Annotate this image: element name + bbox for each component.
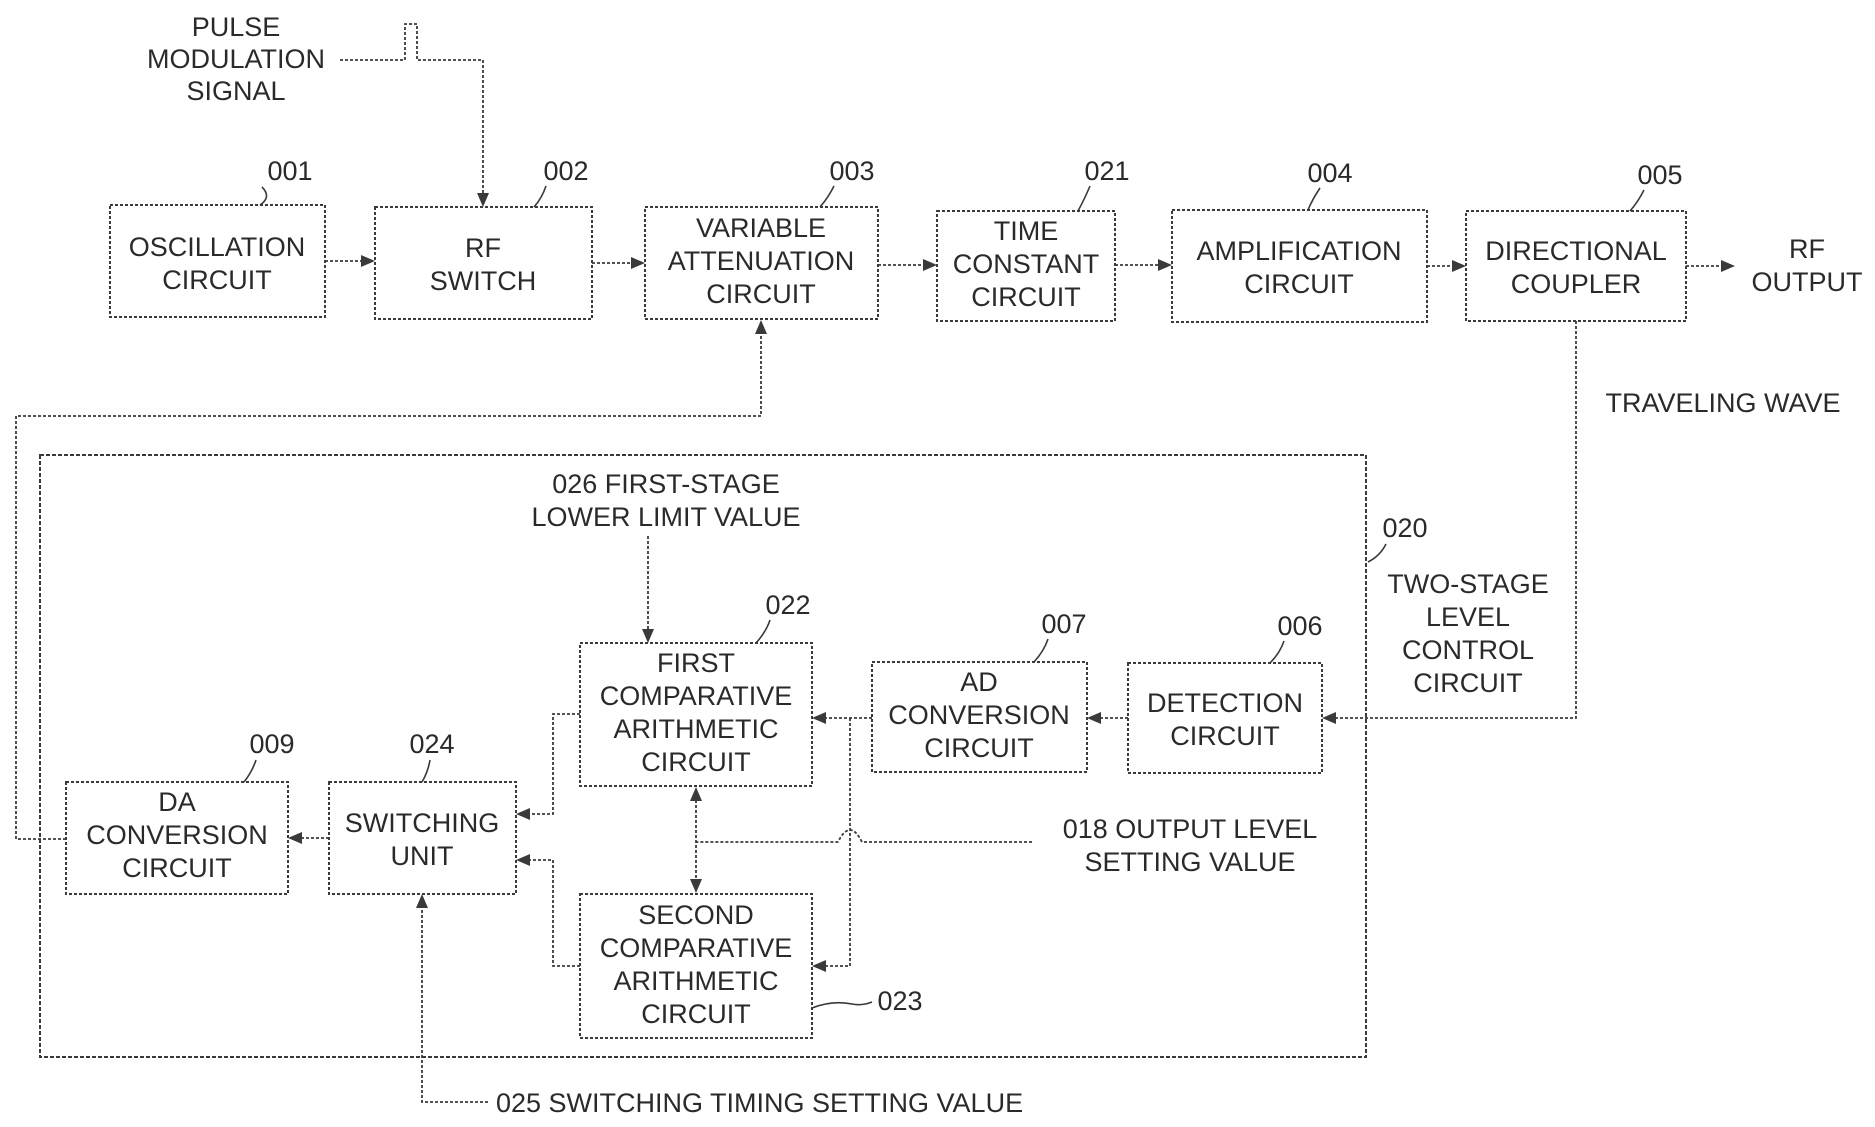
directional-coupler-line-1: DIRECTIONAL (1485, 236, 1667, 266)
lower-limit-line-2: LOWER LIMIT VALUE (531, 502, 800, 532)
block-variable-attenuation-circuit: VARIABLE ATTENUATION CIRCUIT 003 (645, 156, 878, 319)
block-directional-coupler: DIRECTIONAL COUPLER 005 (1466, 160, 1686, 321)
ad-conversion-line-3: CIRCUIT (924, 733, 1034, 763)
switching-unit-line-2: UNIT (391, 841, 454, 871)
detection-line-2: CIRCUIT (1170, 721, 1280, 751)
second-comparative-line-3: ARITHMETIC (614, 966, 779, 996)
first-comparative-line-3: ARITHMETIC (614, 714, 779, 744)
block-detection-circuit: DETECTION CIRCUIT 006 (1128, 611, 1323, 773)
block-oscillation-circuit: OSCILLATION CIRCUIT 001 (110, 156, 325, 317)
first-stage-lower-limit-value: 026 FIRST-STAGE LOWER LIMIT VALUE (531, 469, 800, 643)
output-level-setting-value: 018 OUTPUT LEVEL SETTING VALUE (696, 814, 1317, 877)
time-constant-ref: 021 (1084, 156, 1129, 186)
first-comparative-line-1: FIRST (657, 648, 735, 678)
pulse-label-line-1: PULSE (192, 12, 281, 42)
rf-output-label: RF OUTPUT (1752, 234, 1863, 297)
first-comparative-ref: 022 (765, 590, 810, 620)
block-ad-conversion-circuit: AD CONVERSION CIRCUIT 007 (872, 609, 1087, 772)
da-conversion-line-1: DA (158, 787, 196, 817)
pulse-label-line-2: MODULATION (147, 44, 325, 74)
first-comparative-line-2: COMPARATIVE (600, 681, 793, 711)
two-stage-line-2: LEVEL (1426, 602, 1510, 632)
time-constant-line-2: CONSTANT (953, 249, 1100, 279)
second-comparative-line-2: COMPARATIVE (600, 933, 793, 963)
second-comparative-line-1: SECOND (638, 900, 754, 930)
two-stage-line-4: CIRCUIT (1413, 668, 1523, 698)
switching-unit-line-1: SWITCHING (345, 808, 500, 838)
amplification-line-2: CIRCUIT (1244, 269, 1354, 299)
oscillation-circuit-line-2: CIRCUIT (162, 265, 272, 295)
amplification-ref: 004 (1307, 158, 1352, 188)
variable-attenuation-line-3: CIRCUIT (706, 279, 816, 309)
variable-attenuation-line-2: ATTENUATION (668, 246, 855, 276)
da-conversion-line-3: CIRCUIT (122, 853, 232, 883)
detection-line-1: DETECTION (1147, 688, 1303, 718)
da-conversion-line-2: CONVERSION (86, 820, 268, 850)
two-stage-line-1: TWO-STAGE (1387, 569, 1549, 599)
rf-switch-ref: 002 (543, 156, 588, 186)
block-da-conversion-circuit: DA CONVERSION CIRCUIT 009 (66, 729, 295, 894)
oscillation-circuit-ref: 001 (267, 156, 312, 186)
second-comparative-ref: 023 (877, 986, 922, 1016)
switching-timing-label: 025 SWITCHING TIMING SETTING VALUE (496, 1088, 1023, 1118)
traveling-wave-label: TRAVELING WAVE (1605, 388, 1840, 418)
rf-switch-line-2: SWITCH (430, 266, 536, 296)
pulse-modulation-signal: PULSE MODULATION SIGNAL (147, 12, 489, 207)
block-second-comparative-arithmetic-circuit: SECOND COMPARATIVE ARITHMETIC CIRCUIT 02… (580, 894, 923, 1038)
rf-output-line-2: OUTPUT (1752, 267, 1863, 297)
two-stage-line-3: CONTROL (1402, 635, 1534, 665)
output-level-line-1: 018 OUTPUT LEVEL (1063, 814, 1318, 844)
pulse-label-line-3: SIGNAL (186, 76, 285, 106)
rf-output-line-1: RF (1789, 234, 1825, 264)
switching-unit-ref: 024 (409, 729, 454, 759)
block-switching-unit: SWITCHING UNIT 024 (329, 729, 516, 894)
block-time-constant-circuit: TIME CONSTANT CIRCUIT 021 (937, 156, 1130, 321)
time-constant-line-1: TIME (994, 216, 1059, 246)
output-level-line-2: SETTING VALUE (1084, 847, 1295, 877)
time-constant-line-3: CIRCUIT (971, 282, 1081, 312)
first-comparative-line-4: CIRCUIT (641, 747, 751, 777)
ad-conversion-line-2: CONVERSION (888, 700, 1070, 730)
rf-switch-line-1: RF (465, 233, 501, 263)
ad-conversion-ref: 007 (1041, 609, 1086, 639)
da-conversion-ref: 009 (249, 729, 294, 759)
second-comparative-line-4: CIRCUIT (641, 999, 751, 1029)
block-first-comparative-arithmetic-circuit: FIRST COMPARATIVE ARITHMETIC CIRCUIT 022 (580, 590, 812, 786)
variable-attenuation-line-1: VARIABLE (696, 213, 826, 243)
directional-coupler-line-2: COUPLER (1511, 269, 1642, 299)
ad-conversion-line-1: AD (960, 667, 998, 697)
block-amplification-circuit: AMPLIFICATION CIRCUIT 004 (1172, 158, 1427, 322)
variable-attenuation-ref: 003 (829, 156, 874, 186)
oscillation-circuit-line-1: OSCILLATION (129, 232, 306, 262)
directional-coupler-ref: 005 (1637, 160, 1682, 190)
lower-limit-line-1: 026 FIRST-STAGE (552, 469, 780, 499)
amplification-line-1: AMPLIFICATION (1196, 236, 1401, 266)
detection-ref: 006 (1277, 611, 1322, 641)
two-stage-ref: 020 (1382, 513, 1427, 543)
